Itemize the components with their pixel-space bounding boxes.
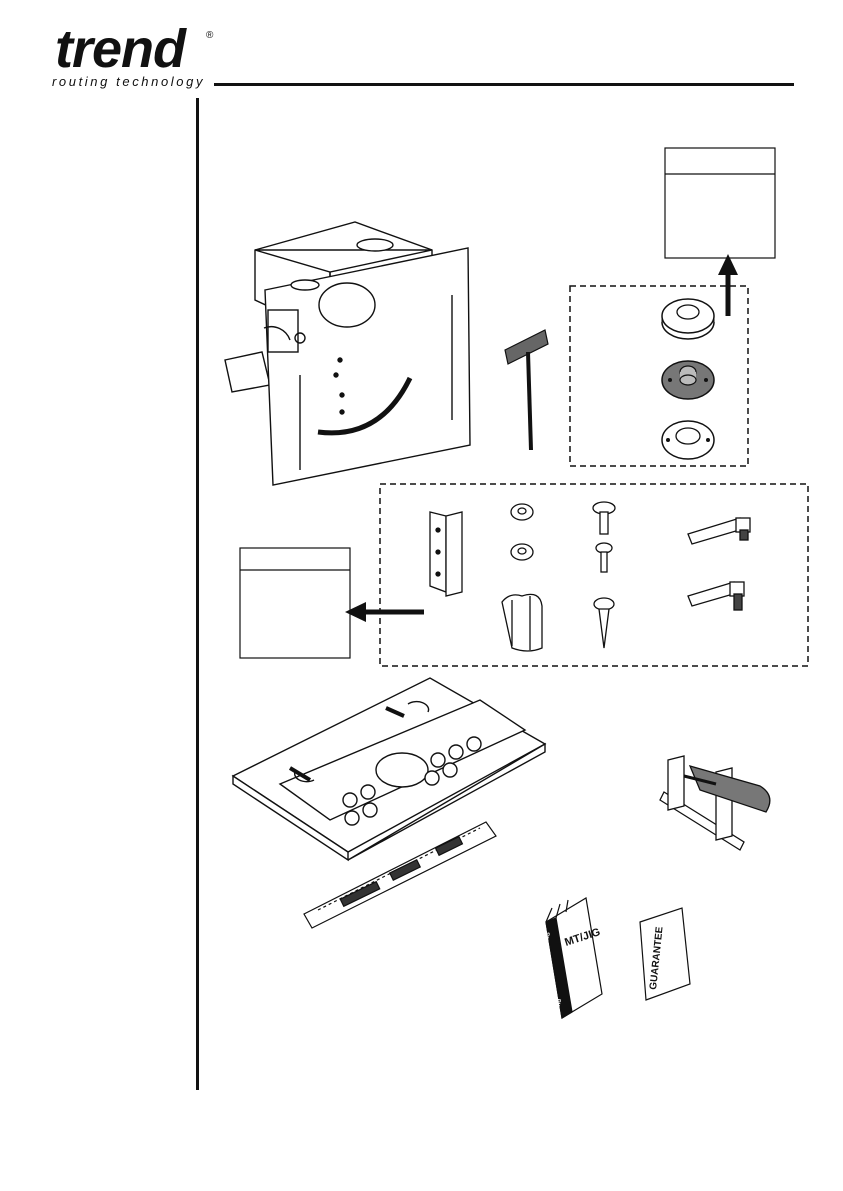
- washer-icon: [511, 504, 533, 560]
- wood-screw-icon: [594, 598, 614, 648]
- guide-bush-icon: [662, 421, 714, 459]
- wall-bracket-icon: [430, 512, 462, 596]
- template-plate-icon: [233, 678, 545, 860]
- guide-bush-group: [570, 286, 748, 466]
- guide-bush-icon: [662, 361, 714, 399]
- machine-screw-icon: [593, 502, 615, 534]
- hex-key-icon: [505, 330, 548, 450]
- guide-bush-icon: [662, 299, 714, 339]
- pack-box-left: [240, 548, 350, 658]
- clip-icon: [502, 594, 542, 651]
- machine-screw-icon: [596, 543, 612, 572]
- manual-booklet-icon: [546, 898, 602, 1018]
- arrow-icon: [718, 254, 738, 316]
- arrow-icon: [345, 602, 424, 622]
- clamp-lever-icon: [688, 518, 750, 544]
- jig-housing-icon: [225, 222, 470, 485]
- quick-clamp-icon: [660, 756, 770, 850]
- pack-box-top: [665, 148, 775, 258]
- clamp-lever-icon: [688, 582, 744, 610]
